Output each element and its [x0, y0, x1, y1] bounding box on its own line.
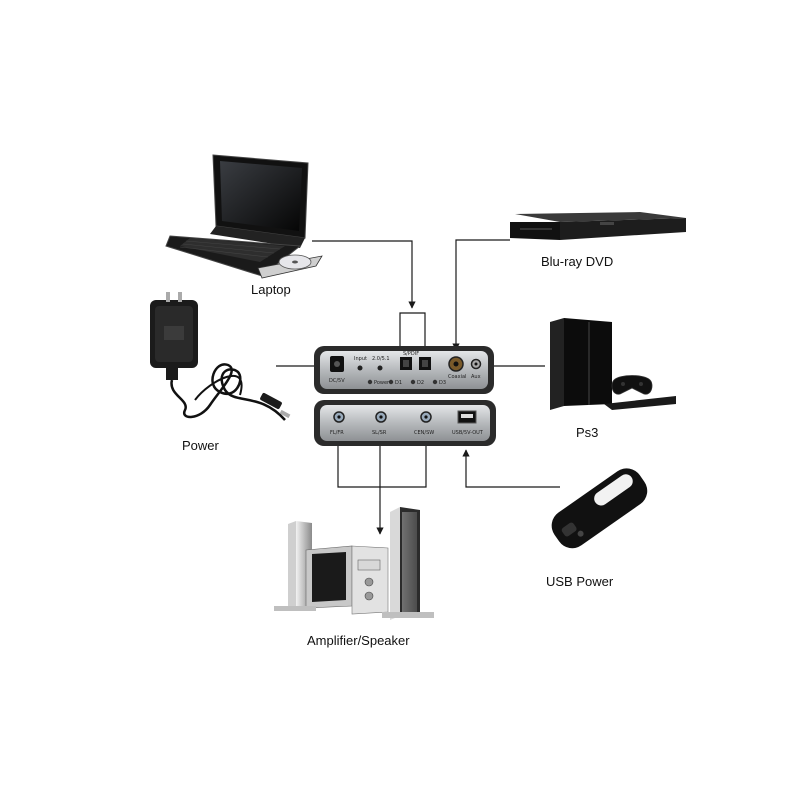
label-usb-power: USB Power	[546, 574, 614, 589]
led-d2	[410, 379, 416, 385]
power-adapter-image	[150, 292, 291, 421]
power-led	[367, 379, 373, 385]
led-d3	[432, 379, 438, 385]
label-power-led: Power	[374, 380, 390, 386]
label-flfr: FL/FR	[330, 430, 344, 436]
label-power: Power	[182, 438, 219, 453]
label-d2: D2	[417, 380, 424, 386]
line-spdif-bracket	[399, 312, 426, 352]
label-usb-port: USB/5V-OUT	[452, 430, 484, 436]
led-d1	[388, 379, 394, 385]
line-speaker-bracket	[337, 443, 427, 488]
bluray-image	[510, 212, 686, 240]
usb-stick-image	[551, 468, 648, 549]
label-mode: 2.0/5.1	[372, 356, 390, 362]
label-ps3: Ps3	[576, 425, 599, 440]
line-bluray	[452, 239, 510, 351]
label-bluray: Blu-ray DVD	[541, 254, 614, 269]
input-button	[357, 365, 363, 371]
label-aux: Aux	[471, 374, 481, 380]
converter-front-panel: DC/5V Input 2.0/5.1 S/PDIF Coaxial Aux P…	[314, 346, 494, 394]
label-censw: CEN/SW	[414, 430, 434, 436]
mode-switch	[377, 365, 383, 371]
laptop-image	[165, 154, 323, 279]
label-input: Input	[354, 356, 367, 362]
label-d1: D1	[395, 380, 402, 386]
connection-lines	[276, 239, 560, 535]
label-laptop: Laptop	[251, 282, 291, 297]
label-speaker: Amplifier/Speaker	[307, 633, 410, 648]
label-slsr: SL/SR	[372, 430, 387, 436]
label-d3: D3	[439, 380, 446, 386]
converter-back-panel: FL/FR SL/SR CEN/SW USB/5V-OUT	[314, 400, 496, 446]
line-usb	[462, 449, 560, 488]
label-coaxial: Coaxial	[448, 374, 466, 380]
label-dc: DC/5V	[329, 378, 345, 384]
line-laptop	[312, 240, 416, 309]
ps3-image	[550, 318, 676, 410]
speaker-image	[274, 507, 434, 620]
label-spdif: S/PDIF	[403, 351, 419, 357]
